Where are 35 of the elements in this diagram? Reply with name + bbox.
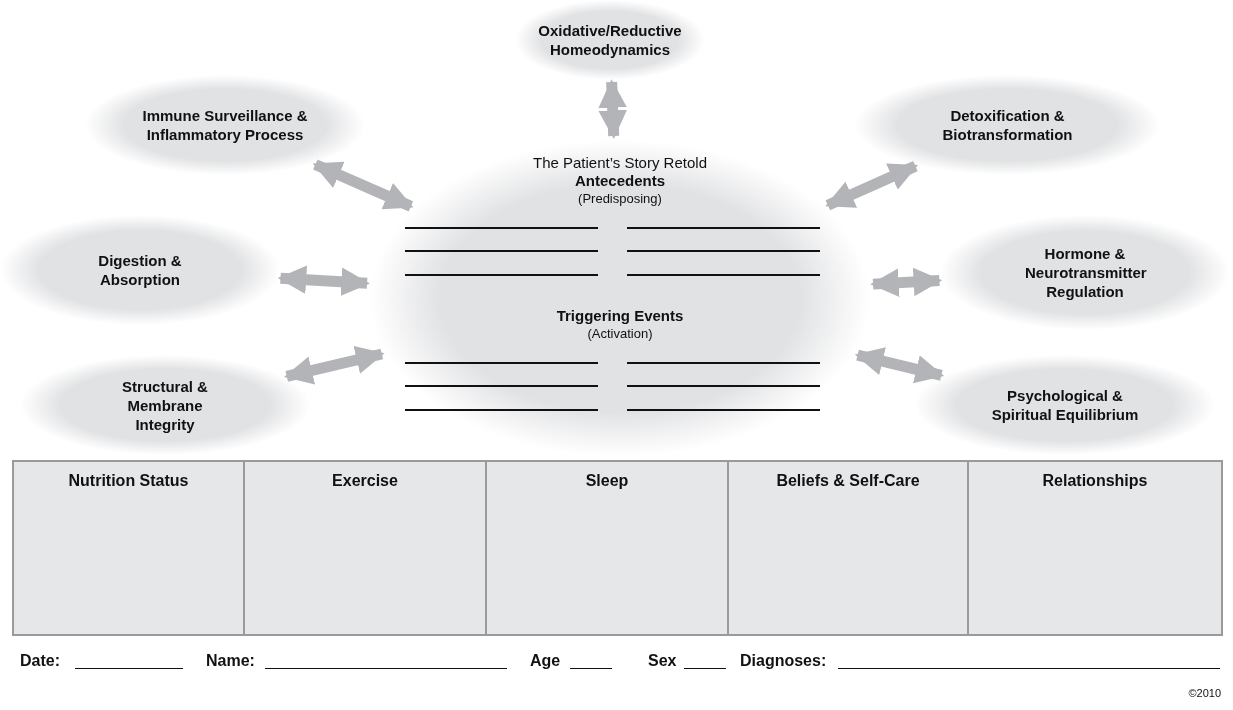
oval-label: Structural & Membrane Integrity bbox=[121, 376, 209, 434]
column-heading: Relationships bbox=[1041, 472, 1149, 490]
field-label: Age bbox=[530, 652, 561, 670]
section-heading: Antecedents bbox=[574, 172, 666, 190]
field-label: Date: bbox=[20, 652, 60, 670]
double-arrow bbox=[854, 347, 945, 384]
column-heading: Nutrition Status bbox=[67, 472, 190, 490]
section-subheading: (Predisposing) bbox=[577, 190, 663, 208]
table-cell bbox=[12, 460, 245, 636]
copyright-note: ©2010 bbox=[1188, 687, 1221, 699]
table-cell bbox=[243, 460, 487, 636]
section-subheading: (Activation) bbox=[586, 325, 654, 343]
table-cell bbox=[967, 460, 1223, 636]
oval-label: Digestion & Absorption bbox=[97, 251, 183, 289]
table-cell bbox=[485, 460, 729, 636]
double-arrow bbox=[312, 159, 414, 212]
field-label: Name: bbox=[206, 652, 255, 670]
field-label: Sex bbox=[648, 652, 677, 670]
section-heading: Triggering Events bbox=[555, 307, 685, 325]
double-arrow bbox=[825, 161, 918, 211]
table-cell bbox=[727, 460, 969, 636]
column-heading: Beliefs & Self-Care bbox=[775, 472, 921, 490]
field-label: Diagnoses: bbox=[740, 652, 827, 670]
double-arrow bbox=[598, 79, 627, 139]
oval-label: Immune Surveillance & Inflammatory Process bbox=[141, 106, 309, 144]
column-heading: Sleep bbox=[584, 472, 630, 490]
oval-label: Hormone & Neurotransmitter Regulation bbox=[1025, 244, 1145, 301]
oval-label: Oxidative/Reductive Homeodynamics bbox=[537, 21, 683, 59]
subtitle: The Patient’s Story Retold bbox=[532, 154, 708, 172]
double-arrow bbox=[870, 267, 943, 297]
column-heading: Exercise bbox=[331, 472, 399, 490]
oval-label: Psychological & Spiritual Equilibrium bbox=[990, 386, 1140, 424]
oval-label: Detoxification & Biotransformation bbox=[941, 106, 1074, 144]
double-arrow bbox=[277, 265, 370, 296]
double-arrow bbox=[283, 346, 385, 385]
